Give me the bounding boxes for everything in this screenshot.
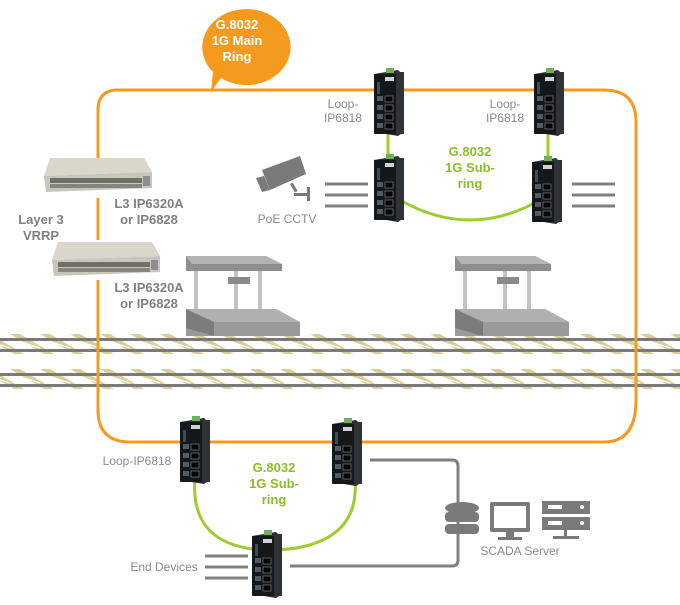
core-switch-2 [52, 242, 160, 276]
monitor-icon [490, 502, 530, 540]
track-tie-highlight [107, 375, 131, 384]
track-tie-highlight [47, 340, 71, 349]
track-tie-highlight [347, 340, 371, 349]
scada-server-label: SCADA Server [480, 544, 560, 558]
track-tie-highlight [257, 375, 281, 384]
track-tie-highlight [17, 375, 41, 384]
sub-ring-arc-top [399, 198, 541, 222]
switch-top-left-label: Loop- IP6818 [323, 97, 363, 125]
track-tie-highlight [527, 375, 551, 384]
switch-top-right [533, 67, 565, 137]
track-tie-highlight [437, 375, 461, 384]
track-tie [670, 334, 680, 340]
track-tie-highlight [0, 344, 11, 349]
track-tie-highlight [107, 340, 131, 349]
track-tie-highlight [347, 375, 371, 384]
track-tie-highlight [137, 340, 161, 349]
switch-bottom-left-label: Loop-IP6818 [102, 454, 172, 468]
switch-bottom-subring [251, 529, 283, 599]
track-tie-highlight [317, 375, 341, 384]
database-icon [445, 502, 479, 534]
track-tie-highlight [407, 375, 431, 384]
track-tie [0, 374, 24, 389]
switch-bottom-left [179, 415, 211, 485]
sub-ring-arc-bottom [193, 479, 357, 552]
track-tie-highlight [197, 375, 221, 384]
railway-tracks [0, 334, 680, 389]
track-rail [0, 384, 680, 387]
track-tie-highlight [257, 340, 281, 349]
track-tie-highlight [167, 375, 191, 384]
end-devices-label: End Devices [130, 560, 198, 574]
track-tie-highlight [647, 375, 671, 384]
track-tie-highlight [287, 375, 311, 384]
core-switch-1-label: L3 IP6320A or IP6828 [114, 196, 184, 227]
track-tie-highlight [467, 340, 491, 349]
track-tie-highlight [437, 340, 461, 349]
track-tie-highlight [197, 340, 221, 349]
track-tie-highlight [377, 340, 401, 349]
switch-top-left [373, 67, 405, 137]
switch-subring-right [531, 155, 563, 225]
track-tie-highlight [587, 340, 611, 349]
track-tie-highlight [647, 340, 671, 349]
track-rail [0, 349, 680, 352]
track-tie-highlight [227, 375, 251, 384]
track-tie-highlight [497, 375, 521, 384]
scada-cable [290, 458, 460, 568]
track-tie-highlight [77, 340, 101, 349]
track-tie-highlight [557, 340, 581, 349]
switch-top-right-label: Loop- IP6818 [485, 97, 525, 125]
track-rail [0, 338, 680, 341]
track-tie-highlight [587, 375, 611, 384]
track-tie-highlight [227, 340, 251, 349]
track-tie-highlight [287, 340, 311, 349]
track-tie-highlight [557, 375, 581, 384]
station-platform-right [455, 256, 569, 336]
ring-title: G.8032 1G Main Ring [211, 17, 263, 64]
server-rack-icon [542, 501, 590, 539]
track-tie-highlight [317, 340, 341, 349]
track-tie-highlight [17, 340, 41, 349]
ring-title-bubble [202, 9, 291, 93]
bottom-subring-label: G.8032 1G Sub- ring [249, 460, 299, 507]
track-tie-highlight [497, 340, 521, 349]
station-platform-left [186, 256, 300, 336]
switch-subring-left [373, 153, 405, 223]
track-tie-highlight [527, 340, 551, 349]
core-switch-2-label: L3 IP6320A or IP6828 [114, 280, 184, 311]
track-tie-highlight [0, 379, 11, 384]
track-tie-highlight [467, 375, 491, 384]
track-tie [670, 369, 680, 375]
layer3-vrrp-label: Layer 3 VRRP [18, 212, 64, 243]
main-ring-path [96, 88, 638, 444]
right-subring-cables [572, 182, 615, 208]
core-switch-1 [44, 158, 152, 192]
track-tie-highlight [77, 375, 101, 384]
cctv-label: PoE CCTV [257, 212, 317, 226]
track-tie-highlight [407, 340, 431, 349]
end-device-cables [205, 554, 248, 580]
track-tie-highlight [137, 375, 161, 384]
track-rail [0, 373, 680, 376]
track-tie-highlight [377, 375, 401, 384]
cctv-cables [325, 182, 368, 208]
track-tie-highlight [47, 375, 71, 384]
cctv-camera-icon [256, 156, 310, 201]
top-subring-label: G.8032 1G Sub- ring [445, 144, 495, 191]
switch-bottom-right [331, 417, 363, 487]
track-tie [0, 339, 24, 354]
track-tie-highlight [167, 340, 191, 349]
